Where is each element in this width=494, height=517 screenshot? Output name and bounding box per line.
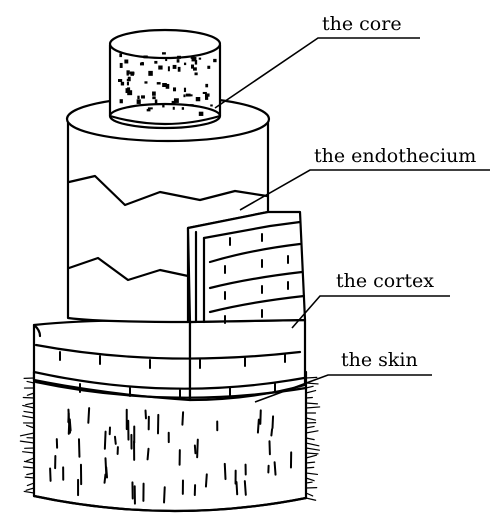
- cortex-cutaway: [188, 212, 305, 323]
- core-leader-line: [215, 38, 420, 108]
- label-endothecium: the endothecium: [314, 145, 476, 167]
- cortex-layer: [34, 320, 306, 400]
- root-hairs-right: [306, 377, 320, 500]
- endothecium-leader-line: [240, 170, 490, 210]
- label-core: the core: [322, 13, 402, 35]
- cortex-leader-line: [292, 296, 450, 328]
- label-skin: the skin: [341, 349, 418, 371]
- root-hairs-left: [20, 378, 34, 493]
- label-cortex: the cortex: [336, 270, 434, 292]
- core-layer: [110, 30, 220, 128]
